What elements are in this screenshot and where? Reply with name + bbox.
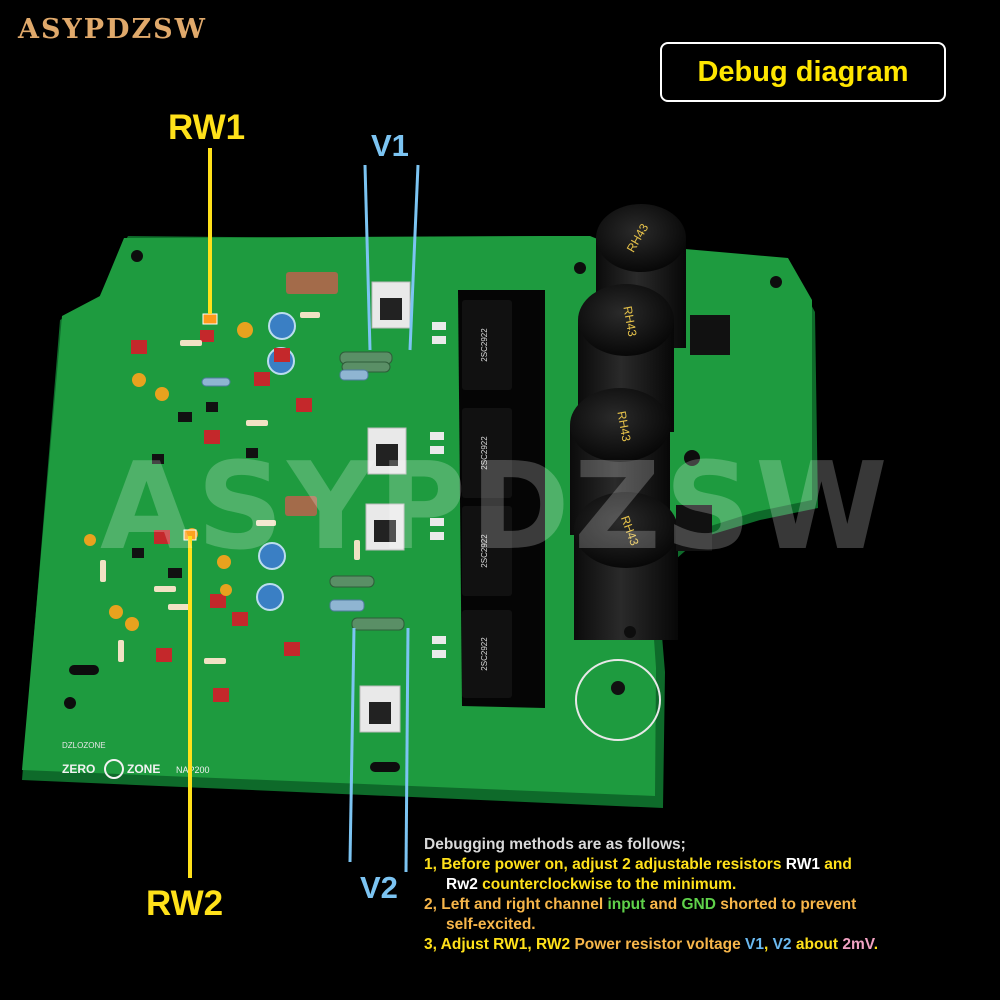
power-transistor: 2SC2922 (462, 300, 512, 390)
step-3-value: 2mV (842, 936, 874, 953)
small-components (84, 272, 446, 702)
board-brand-zero: ZERO (62, 762, 95, 776)
step-3-v1: V1 (745, 936, 764, 953)
label-rw1: RW1 (168, 108, 246, 147)
step-1-line-2: Rw2 counterclockwise to the minimum. (424, 875, 878, 895)
page-title-text: Debug diagram (697, 55, 909, 88)
instructions-heading: Debugging methods are as follows; (424, 836, 686, 853)
board-model: NAP200 (176, 765, 210, 775)
step-2-rest: shorted to prevent (715, 896, 857, 913)
step-2-input: input (607, 896, 646, 913)
power-transistor: 2SC2922 (462, 610, 512, 698)
v2-pointer-line-left (348, 627, 356, 863)
driver-heatsink (365, 503, 405, 551)
capacitor-label-2: RH43 (620, 305, 639, 338)
step-2-text: 2, Left and right channel (424, 896, 608, 913)
step-2-gnd: GND (681, 896, 716, 913)
step-3-line: 3, Adjust RW1, RW2 Power resistor voltag… (424, 935, 878, 955)
transistor-label-2: 2SC2922 (480, 436, 489, 470)
power-transistor: 2SC2922 (462, 506, 512, 596)
music-note-icon (104, 759, 124, 779)
v1-pointer-line-left (363, 164, 372, 351)
step-3-end: . (873, 936, 879, 953)
board-maker-small: DZLOZONE (62, 741, 106, 750)
filter-capacitor: RH43 (574, 492, 678, 640)
board-brand-zone: ZONE (127, 762, 160, 776)
step-1-text: 1, Before power on, adjust 2 adjustable … (424, 856, 786, 873)
transistor-label-4: 2SC2922 (480, 637, 489, 671)
step-1-and: and (819, 856, 852, 873)
power-transistor: 2SC2922 (462, 408, 512, 498)
step-1-rest: counterclockwise to the minimum. (477, 876, 737, 893)
step-3-v2: V2 (772, 936, 792, 953)
step-2-line-1: 2, Left and right channel input and GND … (424, 895, 878, 915)
step-3-power: Power resistor voltage (574, 936, 745, 953)
capacitor-label-3: RH43 (614, 410, 633, 443)
driver-heatsink (367, 427, 407, 475)
bridge-rectifier (676, 505, 712, 551)
transistor-label-3: 2SC2922 (480, 534, 489, 568)
v2-pointer-line-right (404, 627, 410, 873)
step-2-and: and (645, 896, 682, 913)
step-2-line-2: self-excited. (446, 916, 536, 933)
driver-heatsink (371, 281, 411, 329)
step-1-line-1: 1, Before power on, adjust 2 adjustable … (424, 855, 878, 875)
label-v1: V1 (371, 128, 409, 163)
debug-instructions: Debugging methods are as follows; 1, Bef… (424, 835, 878, 955)
watermark: ASYPDZSW (100, 438, 892, 577)
step-3-about: about (791, 936, 843, 953)
heatsink-slot (458, 290, 545, 708)
step-1-rw1: RW1 (785, 856, 820, 873)
step-3-text: 3, Adjust RW1, RW2 (424, 936, 575, 953)
transistor-label-1: 2SC2922 (480, 328, 489, 362)
label-v2: V2 (360, 870, 398, 905)
step-1-rw2: Rw2 (446, 876, 478, 893)
mounting-holes (64, 250, 782, 772)
brand-logo: ASYPDZSW (18, 14, 207, 45)
ground-ring (575, 659, 661, 741)
bridge-rectifier (690, 315, 730, 355)
label-rw2: RW2 (146, 884, 224, 923)
page-title: Debug diagram (660, 42, 946, 102)
driver-heatsink (359, 685, 401, 733)
v1-pointer-line-right (408, 164, 420, 351)
step-3-comma: , (763, 936, 773, 953)
ground-hole (611, 681, 625, 695)
